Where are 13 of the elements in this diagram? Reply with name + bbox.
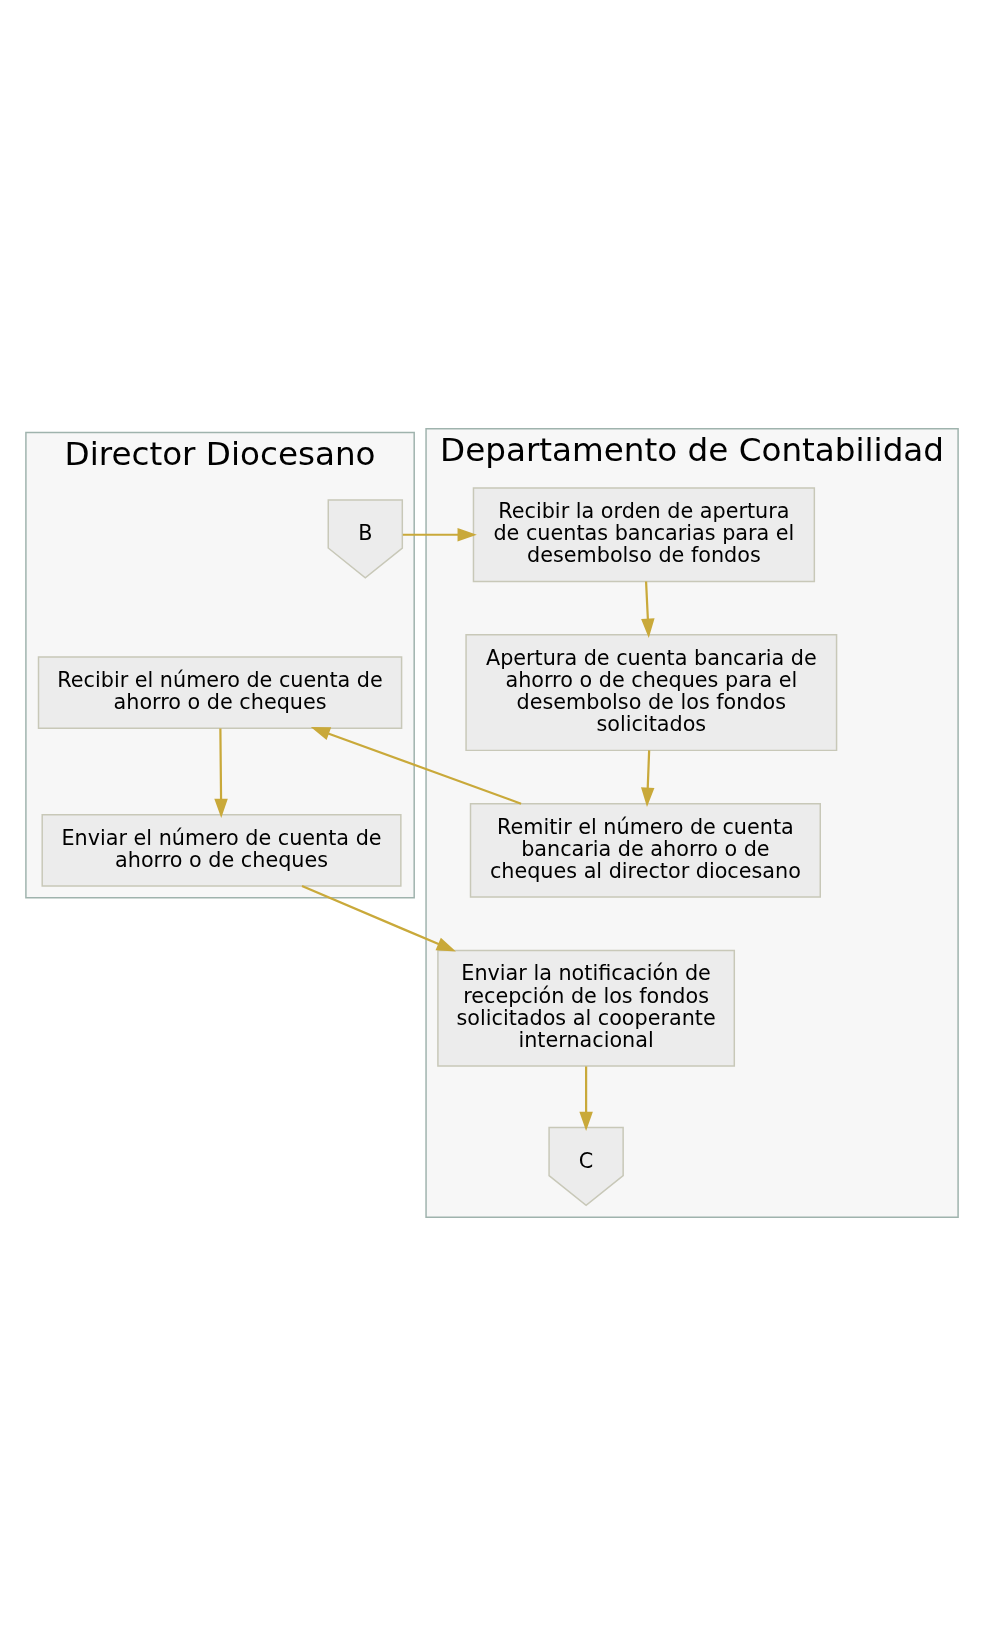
arrow (301, 885, 456, 952)
node-box: Recibir la orden de apertura de cuentas bancarias para el desembolso de fondos (472, 487, 816, 583)
node-box: Apertura de cuenta bancaria de ahorro o de cheques para el desembolso de los fondos solicitados (465, 634, 838, 752)
node-box: Remitir el número de cuenta bancaria de ahorro o de cheques al director diocesano (469, 803, 821, 898)
arrow (579, 1066, 593, 1131)
arrow (641, 750, 655, 807)
arrow (402, 528, 477, 542)
node-box: Enviar la notificación de recepción de los fondos solicitados al cooperante internacional (437, 949, 736, 1067)
node-box: Enviar el número de cuenta de ahorro o de cheques (41, 814, 402, 887)
node-box: Recibir el número de cuenta de ahorro o de cheques (37, 656, 403, 729)
arrow (641, 581, 655, 638)
arrow (310, 727, 522, 805)
arrow (214, 728, 228, 818)
